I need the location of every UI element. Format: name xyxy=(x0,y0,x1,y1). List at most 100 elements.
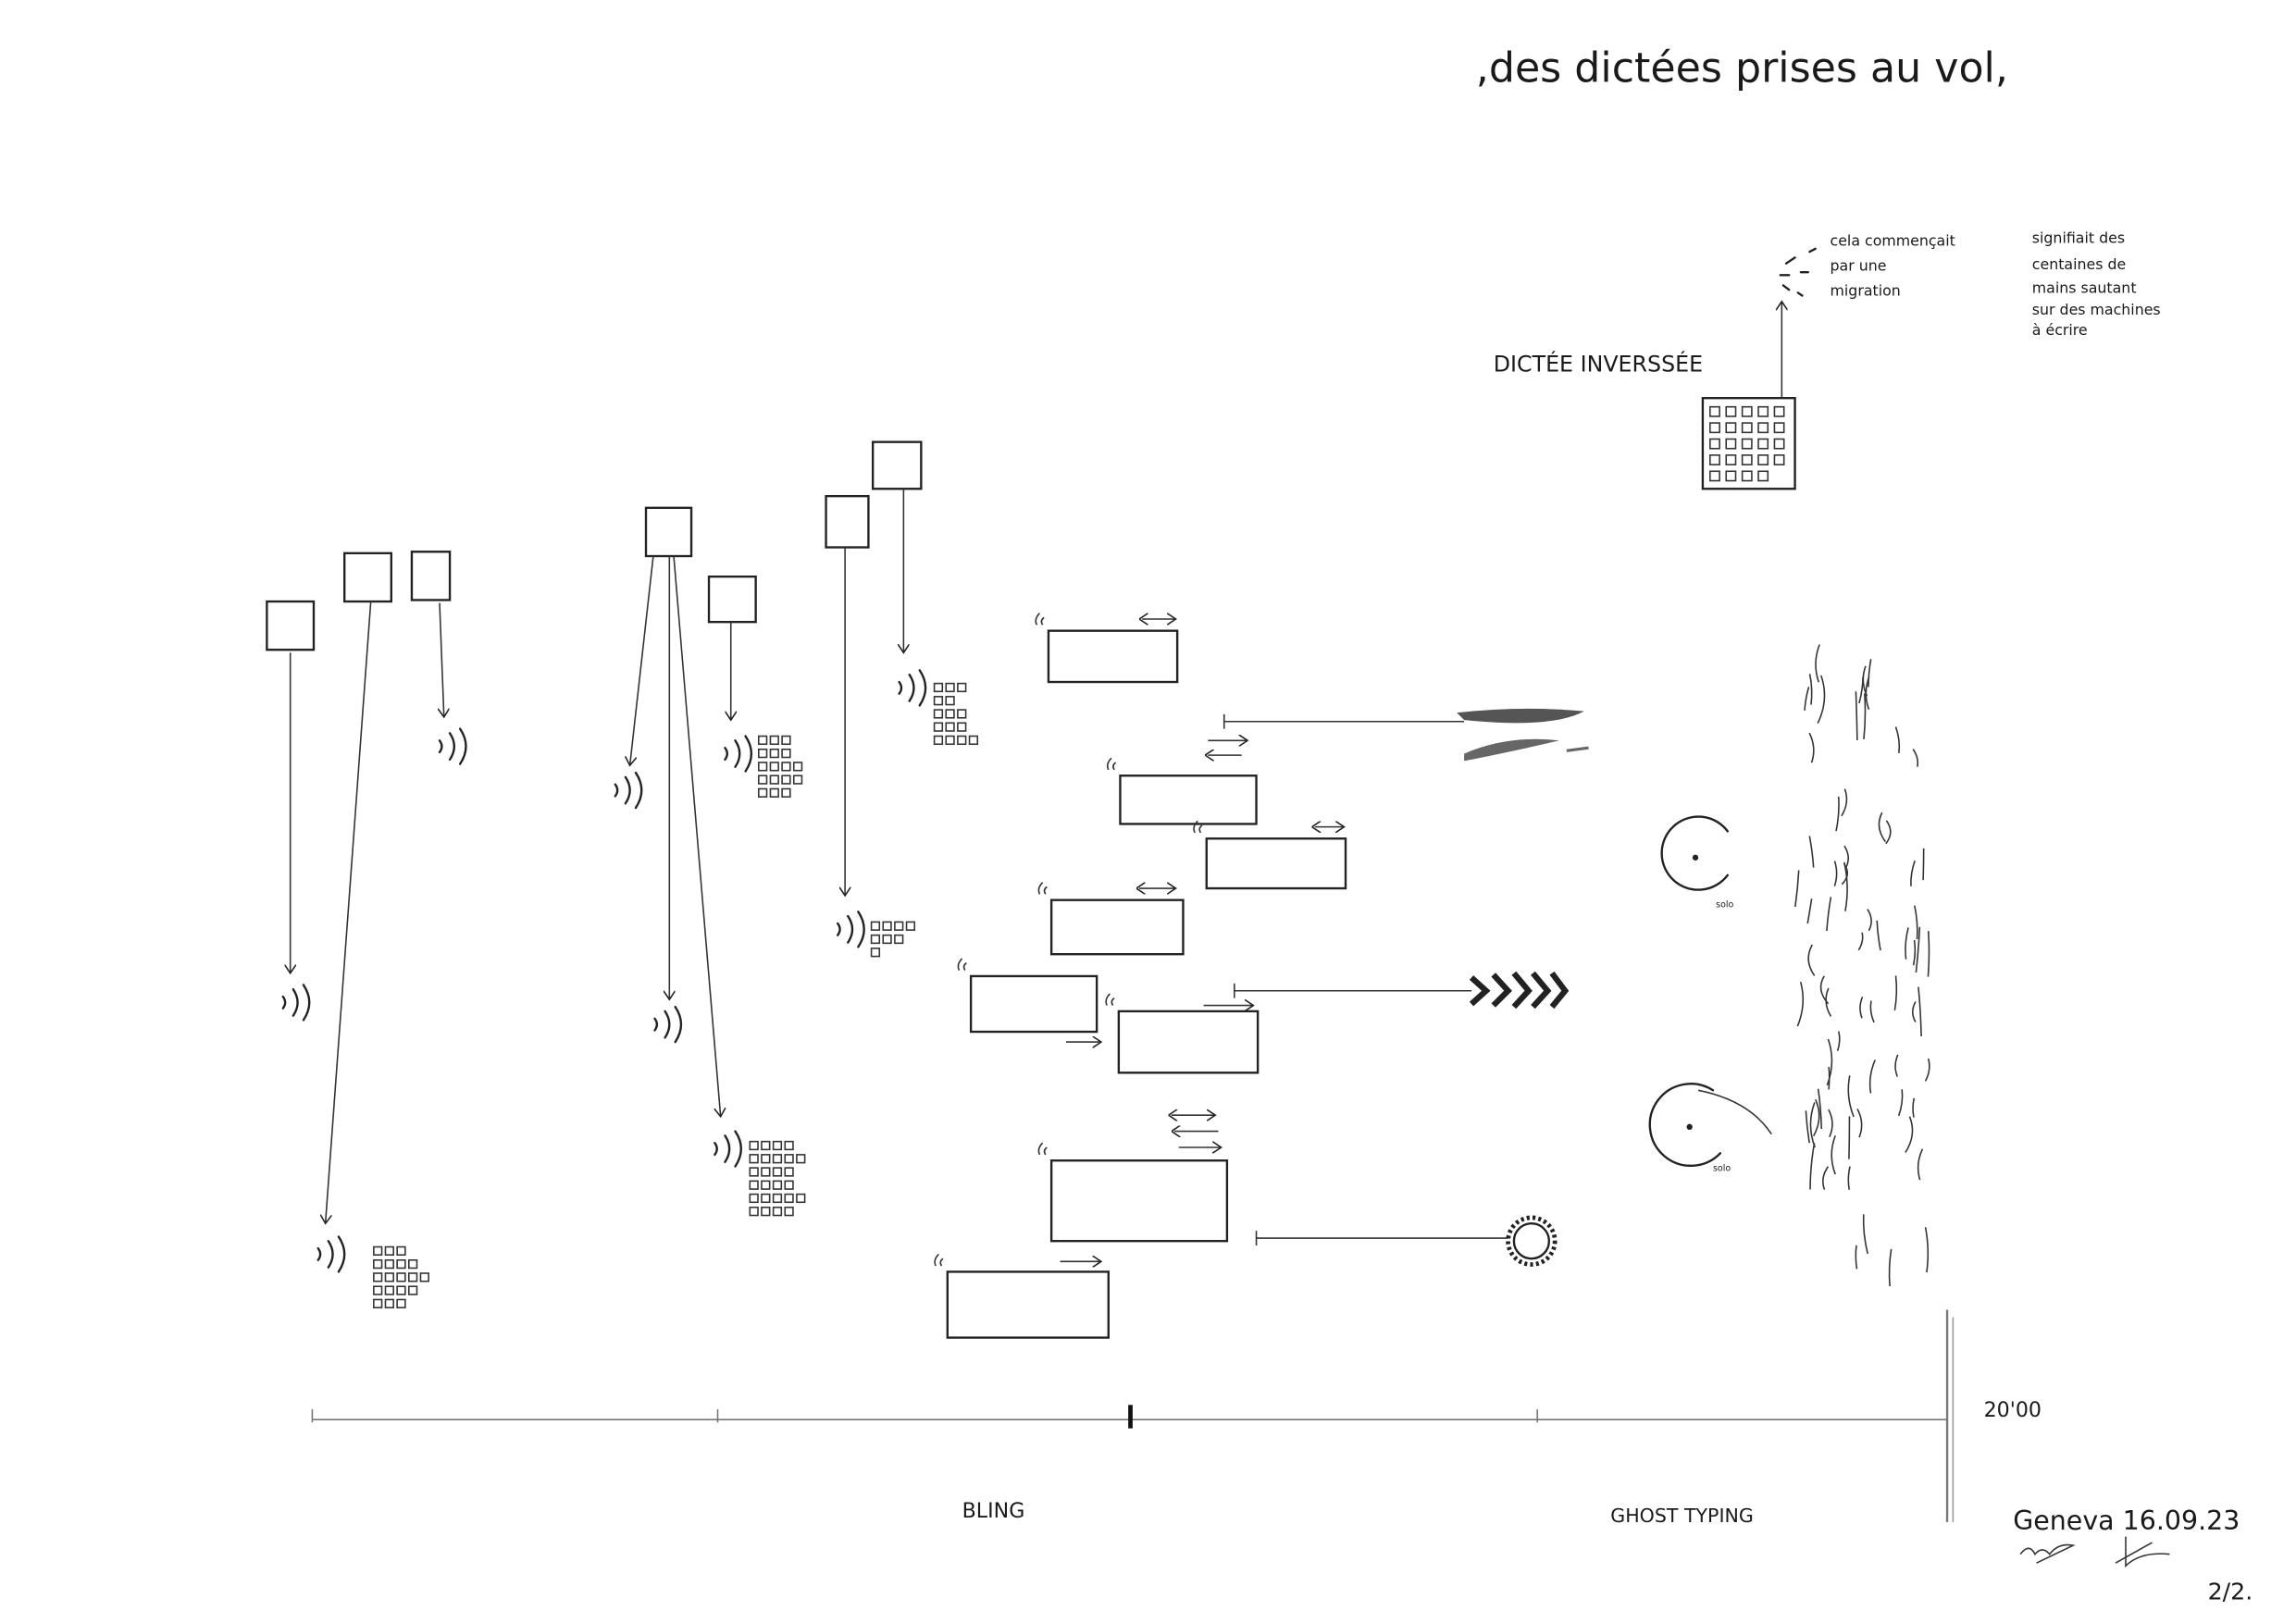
key-icon xyxy=(758,762,768,772)
key-icon xyxy=(373,1272,383,1282)
texture-stroke xyxy=(1848,1116,1851,1159)
key-icon xyxy=(769,735,779,746)
key-clusters xyxy=(373,682,979,1308)
key-icon xyxy=(1741,438,1753,450)
texture-stroke xyxy=(1833,861,1838,886)
texture-stroke xyxy=(1894,1054,1899,1077)
texture-stroke xyxy=(1826,897,1832,932)
texture-stroke xyxy=(1894,726,1901,754)
square-cue xyxy=(644,506,693,558)
key-icon xyxy=(407,1285,418,1295)
key-icon xyxy=(945,682,955,693)
key-icon xyxy=(1725,454,1737,465)
key-icon xyxy=(769,762,779,772)
svg-text:signifiait des: signifiait des xyxy=(2032,229,2125,247)
key-icon xyxy=(772,1140,783,1151)
key-icon xyxy=(384,1298,394,1308)
key-icon xyxy=(758,748,768,759)
key-icon xyxy=(870,934,881,945)
texture-stroke xyxy=(1897,1089,1904,1117)
texture-stroke xyxy=(1831,1134,1836,1175)
texture-stroke xyxy=(1841,788,1848,817)
event-rect xyxy=(1049,1159,1229,1243)
texture-stroke xyxy=(1910,860,1916,886)
key-icon xyxy=(957,735,967,746)
ghost-texture xyxy=(1794,644,1930,1287)
square-cue xyxy=(410,551,452,601)
key-icon xyxy=(769,774,779,785)
key-icon xyxy=(761,1140,771,1151)
texture-stroke xyxy=(1917,1148,1924,1181)
key-icon xyxy=(407,1258,418,1270)
key-icon xyxy=(373,1285,383,1295)
solo-circle-icon: solo xyxy=(1660,815,1734,911)
key-icon xyxy=(772,1154,783,1164)
key-icon xyxy=(1757,438,1769,450)
key-icon xyxy=(957,722,967,732)
key-icon xyxy=(894,921,904,931)
key-icon xyxy=(933,735,944,746)
key-icon xyxy=(1757,470,1769,482)
sound-wave-icon xyxy=(724,735,753,773)
svg-text:centaines de: centaines de xyxy=(2032,255,2126,273)
key-icon xyxy=(1725,405,1737,417)
key-icon xyxy=(384,1285,394,1295)
place-date: Geneva 16.09.23 xyxy=(2013,1505,2240,1536)
key-icon xyxy=(1709,470,1720,482)
texture-stroke xyxy=(1914,905,1918,939)
texture-stroke xyxy=(1796,981,1805,1027)
key-icon xyxy=(1725,422,1737,434)
key-icon xyxy=(1773,454,1785,465)
texture-stroke xyxy=(1876,920,1881,951)
attack-mark-icon xyxy=(1105,993,1115,1007)
key-icon xyxy=(749,1167,759,1177)
key-icon xyxy=(933,709,944,719)
key-icon xyxy=(1741,422,1753,434)
square-cue xyxy=(871,440,923,490)
key-icon xyxy=(968,735,979,746)
key-icon xyxy=(769,787,779,798)
cue-arrow xyxy=(673,555,721,1117)
score-title: ,des dictées prises au vol, xyxy=(1476,45,2008,93)
chevrons-icon xyxy=(1469,971,1570,1010)
attack-mark-icon xyxy=(1106,757,1117,771)
event-rect xyxy=(1047,629,1179,684)
texture-stroke xyxy=(1805,1110,1810,1144)
typewriter-grid-icon xyxy=(1701,397,1796,490)
event-rect xyxy=(1117,1010,1260,1074)
key-icon xyxy=(1773,405,1785,417)
svg-text:par une: par une xyxy=(1831,257,1887,275)
key-icon xyxy=(772,1167,783,1177)
key-icon xyxy=(758,735,768,746)
section-bling: BLING xyxy=(962,1499,1025,1523)
texture-stroke xyxy=(1817,675,1826,724)
texture-stroke xyxy=(1856,1109,1863,1138)
key-icon xyxy=(373,1258,383,1270)
svg-text:migration: migration xyxy=(1831,281,1901,299)
texture-stroke xyxy=(1905,1116,1914,1153)
cue-arrows xyxy=(291,489,904,1223)
texture-stroke xyxy=(1863,693,1867,739)
key-icon xyxy=(758,774,768,785)
key-icon xyxy=(384,1258,394,1270)
attack-mark-icon xyxy=(1037,1142,1048,1156)
key-icon xyxy=(761,1207,771,1217)
cue-arrow xyxy=(630,555,654,765)
sound-wave-icon xyxy=(316,1235,346,1273)
key-icon xyxy=(1725,438,1737,450)
texture-stroke xyxy=(1794,870,1800,908)
key-icon xyxy=(419,1272,429,1282)
key-icon xyxy=(781,735,791,746)
texture-stroke xyxy=(1836,1031,1841,1051)
key-icon xyxy=(957,682,967,693)
key-icon xyxy=(373,1245,383,1257)
square-cue xyxy=(266,600,316,651)
key-icon xyxy=(945,735,955,746)
texture-stroke xyxy=(1893,975,1898,1010)
signatures xyxy=(2019,1536,2170,1568)
spiky-circle-icon xyxy=(1506,1215,1558,1267)
sound-wave-icon xyxy=(438,727,467,765)
key-icon xyxy=(396,1272,406,1282)
key-icon xyxy=(784,1207,794,1217)
key-icon xyxy=(1709,422,1720,434)
